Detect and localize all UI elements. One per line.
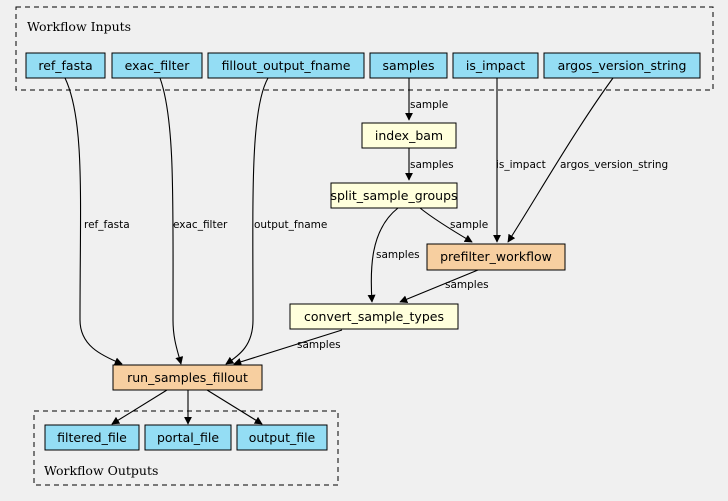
svg-text:split_sample_groups: split_sample_groups (330, 188, 457, 203)
svg-text:argos_version_string: argos_version_string (558, 58, 687, 73)
step-node-split-sample-groups[interactable]: split_sample_groups (330, 182, 458, 209)
edge-label-exac-filter: exac_filter (173, 219, 228, 231)
edge-is-impact-prefilter: is_impact (493, 78, 546, 243)
svg-text:prefilter_workflow: prefilter_workflow (440, 249, 552, 264)
workflow-outputs-cluster: Workflow Outputs (33, 410, 339, 486)
edge-fillout-filtered (111, 389, 168, 425)
edge-convert-fillout: samples (233, 329, 343, 366)
edge-ref-fasta-fillout: ref_fasta (64, 77, 130, 365)
svg-text:output_file: output_file (249, 430, 316, 445)
edge-exac-filter-fillout: exac_filter (159, 77, 228, 365)
edge-index-bam-split: samples (405, 148, 454, 181)
edge-label-ref-fasta: ref_fasta (84, 219, 130, 231)
svg-text:convert_sample_types: convert_sample_types (304, 309, 444, 324)
edge-argos-prefilter: argos_version_string (507, 77, 668, 243)
edge-prefilter-convert: samples (399, 269, 489, 303)
svg-text:exac_filter: exac_filter (125, 58, 191, 73)
input-node-exac-filter[interactable]: exac_filter (111, 52, 203, 79)
input-node-fillout-output-fname[interactable]: fillout_output_fname (207, 52, 365, 79)
edge-split-convert: samples (367, 207, 420, 303)
edge-label-samples-4: samples (297, 339, 341, 351)
output-node-output-file[interactable]: output_file (236, 424, 328, 451)
edge-label-sample-2: sample (450, 219, 488, 231)
svg-text:run_samples_fillout: run_samples_fillout (127, 370, 248, 385)
workflow-inputs-label: Workflow Inputs (27, 19, 131, 34)
svg-text:filtered_file: filtered_file (57, 430, 127, 445)
edge-label-samples-3: samples (445, 279, 489, 291)
output-node-filtered-file[interactable]: filtered_file (44, 424, 140, 451)
step-node-run-samples-fillout[interactable]: run_samples_fillout (112, 364, 263, 391)
svg-text:is_impact: is_impact (466, 58, 525, 73)
input-node-samples[interactable]: samples (369, 52, 448, 79)
svg-text:ref_fasta: ref_fasta (38, 58, 92, 73)
input-node-argos-version-string[interactable]: argos_version_string (543, 52, 701, 79)
input-node-ref-fasta[interactable]: ref_fasta (25, 52, 106, 79)
edge-label-samples-2: samples (376, 249, 420, 261)
workflow-outputs-label: Workflow Outputs (44, 463, 158, 478)
edge-label-sample: sample (410, 99, 448, 111)
step-node-index-bam[interactable]: index_bam (361, 122, 457, 149)
edge-label-samples: samples (410, 159, 454, 171)
svg-text:portal_file: portal_file (157, 430, 219, 445)
edge-fname-fillout: output_fname (225, 77, 327, 365)
svg-text:samples: samples (383, 58, 435, 73)
edge-split-prefilter: sample (419, 207, 488, 243)
input-node-is-impact[interactable]: is_impact (452, 52, 539, 79)
edge-samples-index-bam: sample (405, 78, 448, 121)
edge-label-output-fname: output_fname (254, 219, 327, 231)
svg-text:fillout_output_fname: fillout_output_fname (222, 58, 351, 73)
svg-text:index_bam: index_bam (375, 128, 443, 143)
step-node-convert-sample-types[interactable]: convert_sample_types (289, 303, 459, 330)
edge-fillout-output (206, 389, 263, 425)
edge-label-argos-version-string: argos_version_string (560, 159, 668, 171)
edge-label-is-impact: is_impact (496, 159, 546, 171)
workflow-inputs-cluster: Workflow Inputs (15, 6, 714, 91)
step-node-prefilter-workflow[interactable]: prefilter_workflow (426, 243, 566, 271)
output-node-portal-file[interactable]: portal_file (144, 424, 232, 451)
